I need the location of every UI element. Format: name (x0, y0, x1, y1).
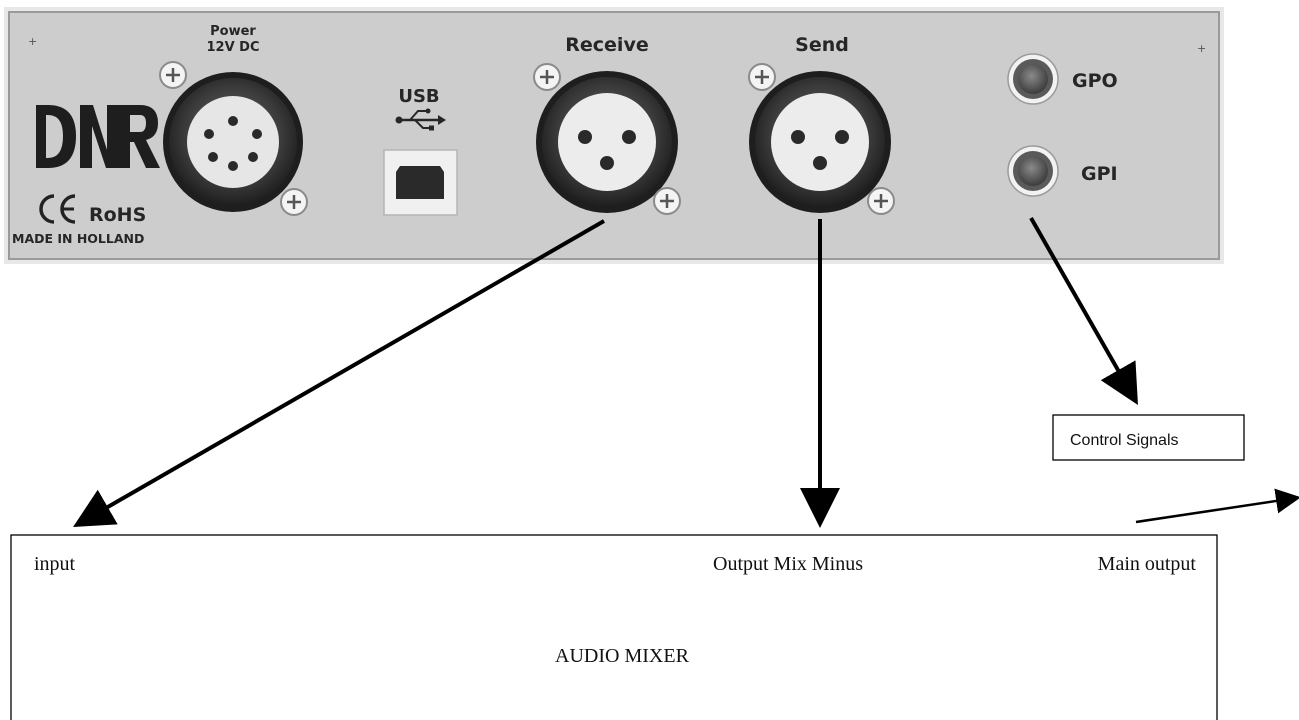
send-label: Send (795, 34, 849, 56)
main-output-arrow (1135, 488, 1299, 524)
rohs-label: RoHS (89, 204, 146, 226)
screw-icon (748, 63, 776, 91)
mix-minus-label: Output Mix Minus (713, 553, 863, 575)
brand-logo (36, 105, 160, 168)
usb-port (383, 149, 458, 216)
screw-icon (533, 63, 561, 91)
audio-mixer-box: input Output Mix Minus Main output AUDIO… (10, 534, 1218, 720)
gpo-label: GPO (1072, 70, 1118, 92)
screw-icon (280, 188, 308, 216)
screw-icon (159, 61, 187, 89)
receive-to-input-arrow (73, 219, 605, 527)
audio-mixer-title: AUDIO MIXER (555, 645, 690, 667)
usb-label: USB (398, 86, 439, 107)
send-xlr-connector (749, 71, 891, 213)
gpi-jack (1007, 145, 1059, 197)
power-connector (163, 72, 303, 212)
screw-icon (653, 187, 681, 215)
gpi-label: GPI (1081, 163, 1118, 185)
gpi-to-control-arrow (1029, 217, 1138, 405)
usb-icon (395, 108, 446, 131)
control-signals-box: Control Signals (1052, 414, 1245, 461)
receive-label: Receive (565, 34, 648, 56)
power-label-line1: Power (210, 24, 256, 39)
ce-mark (39, 194, 76, 224)
power-label-line2: 12V DC (206, 40, 259, 55)
corner-screw-right: + (1197, 42, 1206, 55)
gpo-jack (1007, 53, 1059, 105)
corner-screw-left: + (28, 35, 37, 48)
made-in-label: MADE IN HOLLAND (12, 231, 144, 246)
back-panel: + + RoHS MADE IN HOLLAND Power 12V DC (4, 7, 1224, 264)
input-label: input (34, 553, 76, 575)
receive-xlr-connector (536, 71, 678, 213)
main-output-label: Main output (1098, 553, 1197, 575)
control-signals-label: Control Signals (1070, 432, 1179, 449)
screw-icon (867, 187, 895, 215)
